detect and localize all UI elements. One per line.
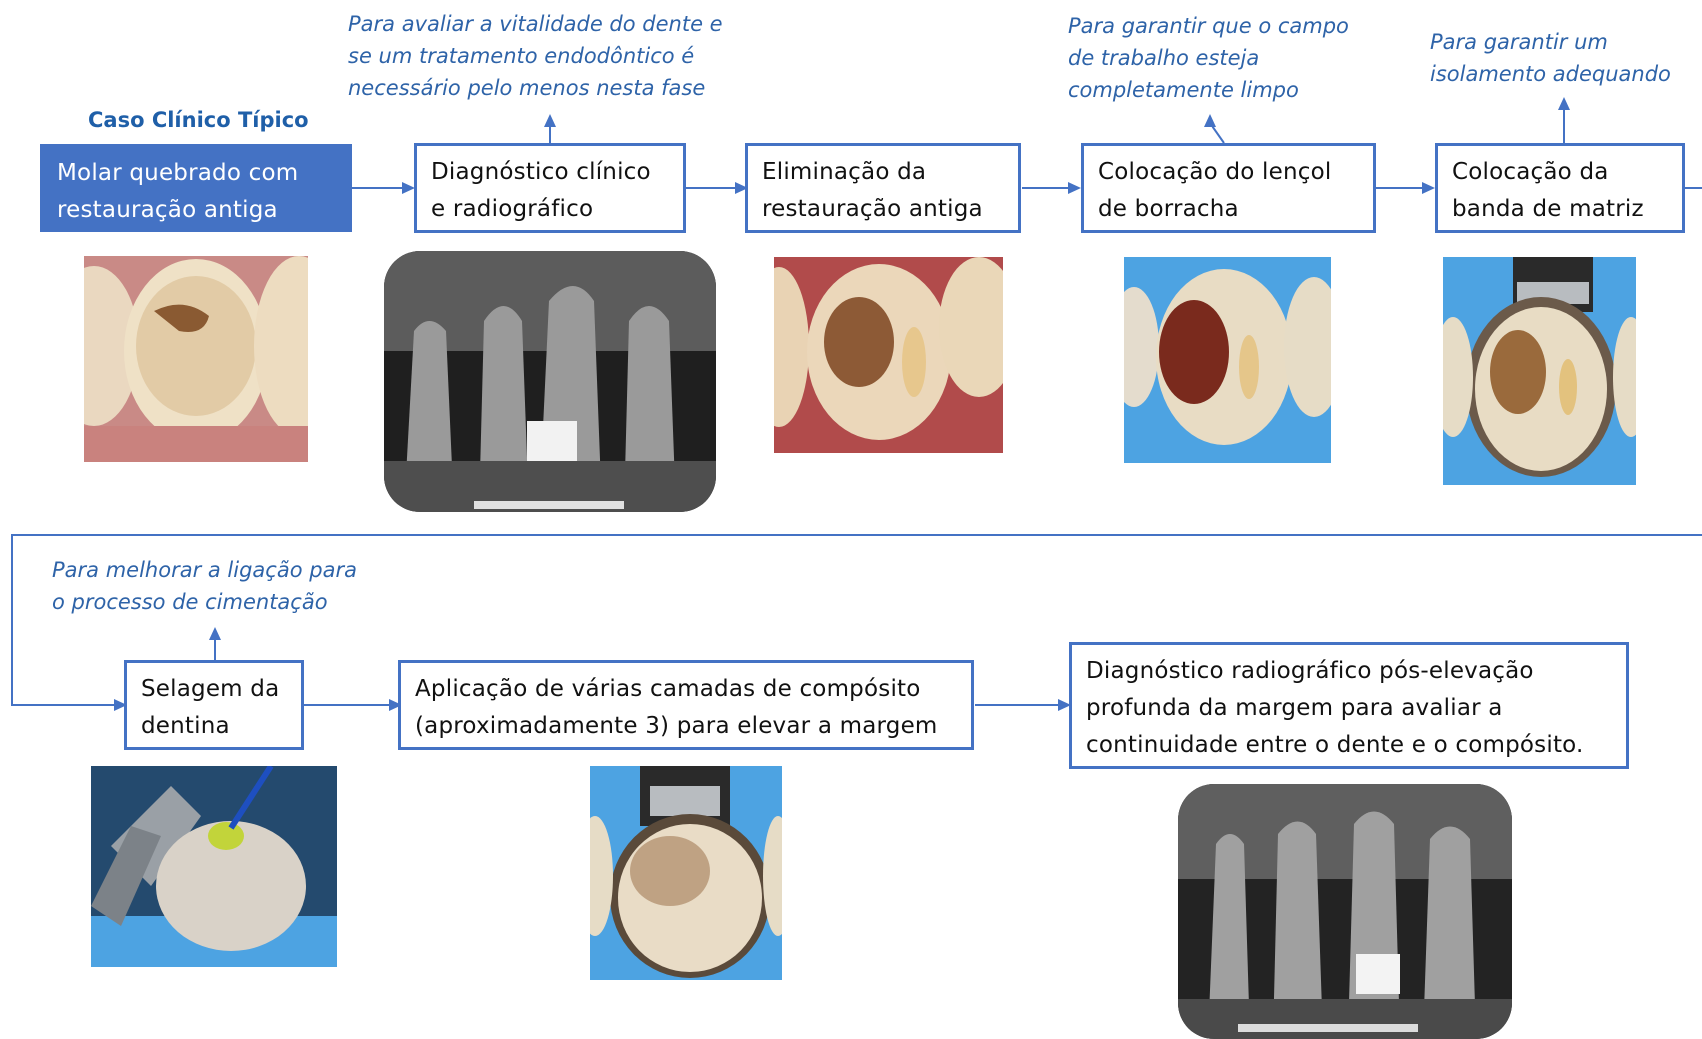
note-arrowhead-s2 <box>544 114 556 127</box>
wrap-connector-top <box>11 534 1702 536</box>
worn-molar-image <box>84 256 308 462</box>
rubber-dam-image <box>1124 257 1331 463</box>
xray-initial <box>384 251 716 512</box>
photo-dentin-sealing <box>91 766 337 967</box>
arrowhead-s4-s5 <box>1422 182 1435 194</box>
step-box-s7: Aplicação de várias camadas de compósito… <box>398 660 974 750</box>
composite-layers-image <box>590 766 782 980</box>
wrap-connector-left <box>11 534 13 706</box>
note-arrow-s5 <box>1563 106 1565 143</box>
step-box-s8: Diagnóstico radiográfico pós-elevação pr… <box>1069 642 1629 769</box>
note-s2: Para avaliar a vitalidade do dente e se … <box>348 8 723 104</box>
note-arrowhead-s5 <box>1558 97 1570 110</box>
photo-rubber-dam <box>1124 257 1331 463</box>
connector-s7-s8 <box>975 704 1063 706</box>
note-s5: Para garantir um isolamento adequando <box>1430 26 1671 90</box>
arrowhead-s3-s4 <box>1068 182 1081 194</box>
step-box-s5: Colocação da banda de matriz <box>1435 143 1685 233</box>
step-box-s3: Eliminação da restauração antiga <box>745 143 1021 233</box>
photo-restoration-removed <box>774 257 1003 453</box>
photo-worn-molar <box>84 256 308 462</box>
xray-post-elevation-image <box>1178 784 1512 1039</box>
connector-s5-out <box>1684 187 1702 189</box>
connector-s6-s7 <box>304 704 394 706</box>
restoration-removed-image <box>774 257 1003 453</box>
step-box-s6: Selagem da dentina <box>124 660 304 750</box>
step-box-s2: Diagnóstico clínico e radiográfico <box>414 143 686 233</box>
xray-post-elevation <box>1178 784 1512 1039</box>
step-box-s1: Molar quebrado com restauração antiga <box>40 144 352 232</box>
dentin-sealing-image <box>91 766 337 967</box>
note-arrowhead-s4 <box>1204 114 1216 127</box>
note-s4: Para garantir que o campo de trabalho es… <box>1068 10 1349 106</box>
photo-composite-layers <box>590 766 782 980</box>
matrix-band-image <box>1443 257 1636 485</box>
note-arrow-s4 <box>1212 126 1225 144</box>
step-box-s4: Colocação do lençol de borracha <box>1081 143 1376 233</box>
case-caption: Caso Clínico Típico <box>88 108 309 132</box>
wrap-connector-bottom <box>11 704 119 706</box>
note-s6: Para melhorar a ligação para o processo … <box>52 554 357 618</box>
note-arrowhead-s6 <box>209 627 221 640</box>
photo-matrix-band <box>1443 257 1636 485</box>
xray-initial-image <box>384 251 716 512</box>
